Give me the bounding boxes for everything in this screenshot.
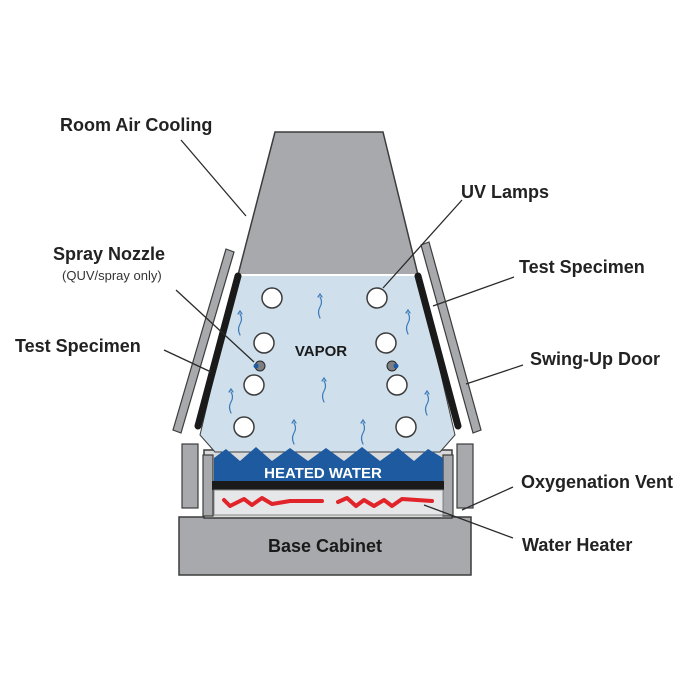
heated-water-label: HEATED WATER: [264, 465, 382, 482]
oxygenation-vent-label: Oxygenation Vent: [521, 472, 673, 492]
water-heater-coil-right: [336, 496, 434, 508]
spray-nozzle-note: (QUV/spray only): [62, 268, 162, 283]
left-outer-post: [181, 443, 199, 509]
test-specimen-left-label: Test Specimen: [15, 336, 141, 356]
base-cabinet-box: [178, 516, 472, 576]
test-specimen-right-label: Test Specimen: [519, 257, 645, 277]
uv-lamp-circle: [243, 374, 265, 396]
base-cabinet-label: Base Cabinet: [268, 536, 382, 556]
spray-nozzle-left: [253, 360, 266, 372]
leader-lines: [163, 139, 524, 539]
swing-up-door-left: [172, 248, 235, 434]
spray-nozzle-right: [386, 360, 399, 372]
test-specimen-left-panel: [194, 272, 242, 430]
leader-spray-nozzle: [175, 289, 255, 363]
leader-swing-up-door: [465, 364, 524, 385]
uv-lamps-label: UV Lamps: [461, 182, 549, 202]
leader-test-specimen-left: [163, 349, 212, 373]
leader-room-air-cooling: [180, 139, 247, 217]
uv-lamp-circle: [233, 416, 255, 438]
swing-up-door-right: [420, 241, 482, 434]
leader-uv-lamps: [382, 199, 463, 289]
tank-separator-bar: [212, 481, 444, 490]
leader-test-specimen-right: [432, 276, 515, 307]
left-inner-post: [202, 454, 214, 517]
uv-lamp-circle: [386, 374, 408, 396]
uv-lamp-circle: [366, 287, 388, 309]
uv-lamp-circle: [261, 287, 283, 309]
heated-water-pool: [214, 447, 443, 482]
water-heater-coil-left: [222, 496, 324, 508]
test-specimen-right-panel: [414, 272, 462, 430]
uv-lamp-circle: [375, 332, 397, 354]
right-outer-post: [456, 443, 474, 509]
vapor-wisps: [228, 292, 430, 445]
vapor-label: VAPOR: [295, 343, 347, 360]
room-air-cooling-hood: [237, 131, 419, 276]
swing-up-door-label: Swing-Up Door: [530, 349, 660, 369]
leader-oxygenation-vent: [461, 486, 514, 511]
uv-lamps-group: [233, 287, 417, 438]
room-air-cooling-label: Room Air Cooling: [60, 115, 212, 135]
spray-nozzle-label: Spray Nozzle: [53, 244, 165, 264]
uv-lamp-circle: [395, 416, 417, 438]
water-heater-label: Water Heater: [522, 535, 632, 555]
right-inner-post: [442, 454, 454, 517]
uv-lamp-circle: [253, 332, 275, 354]
leader-water-heater: [423, 504, 514, 539]
